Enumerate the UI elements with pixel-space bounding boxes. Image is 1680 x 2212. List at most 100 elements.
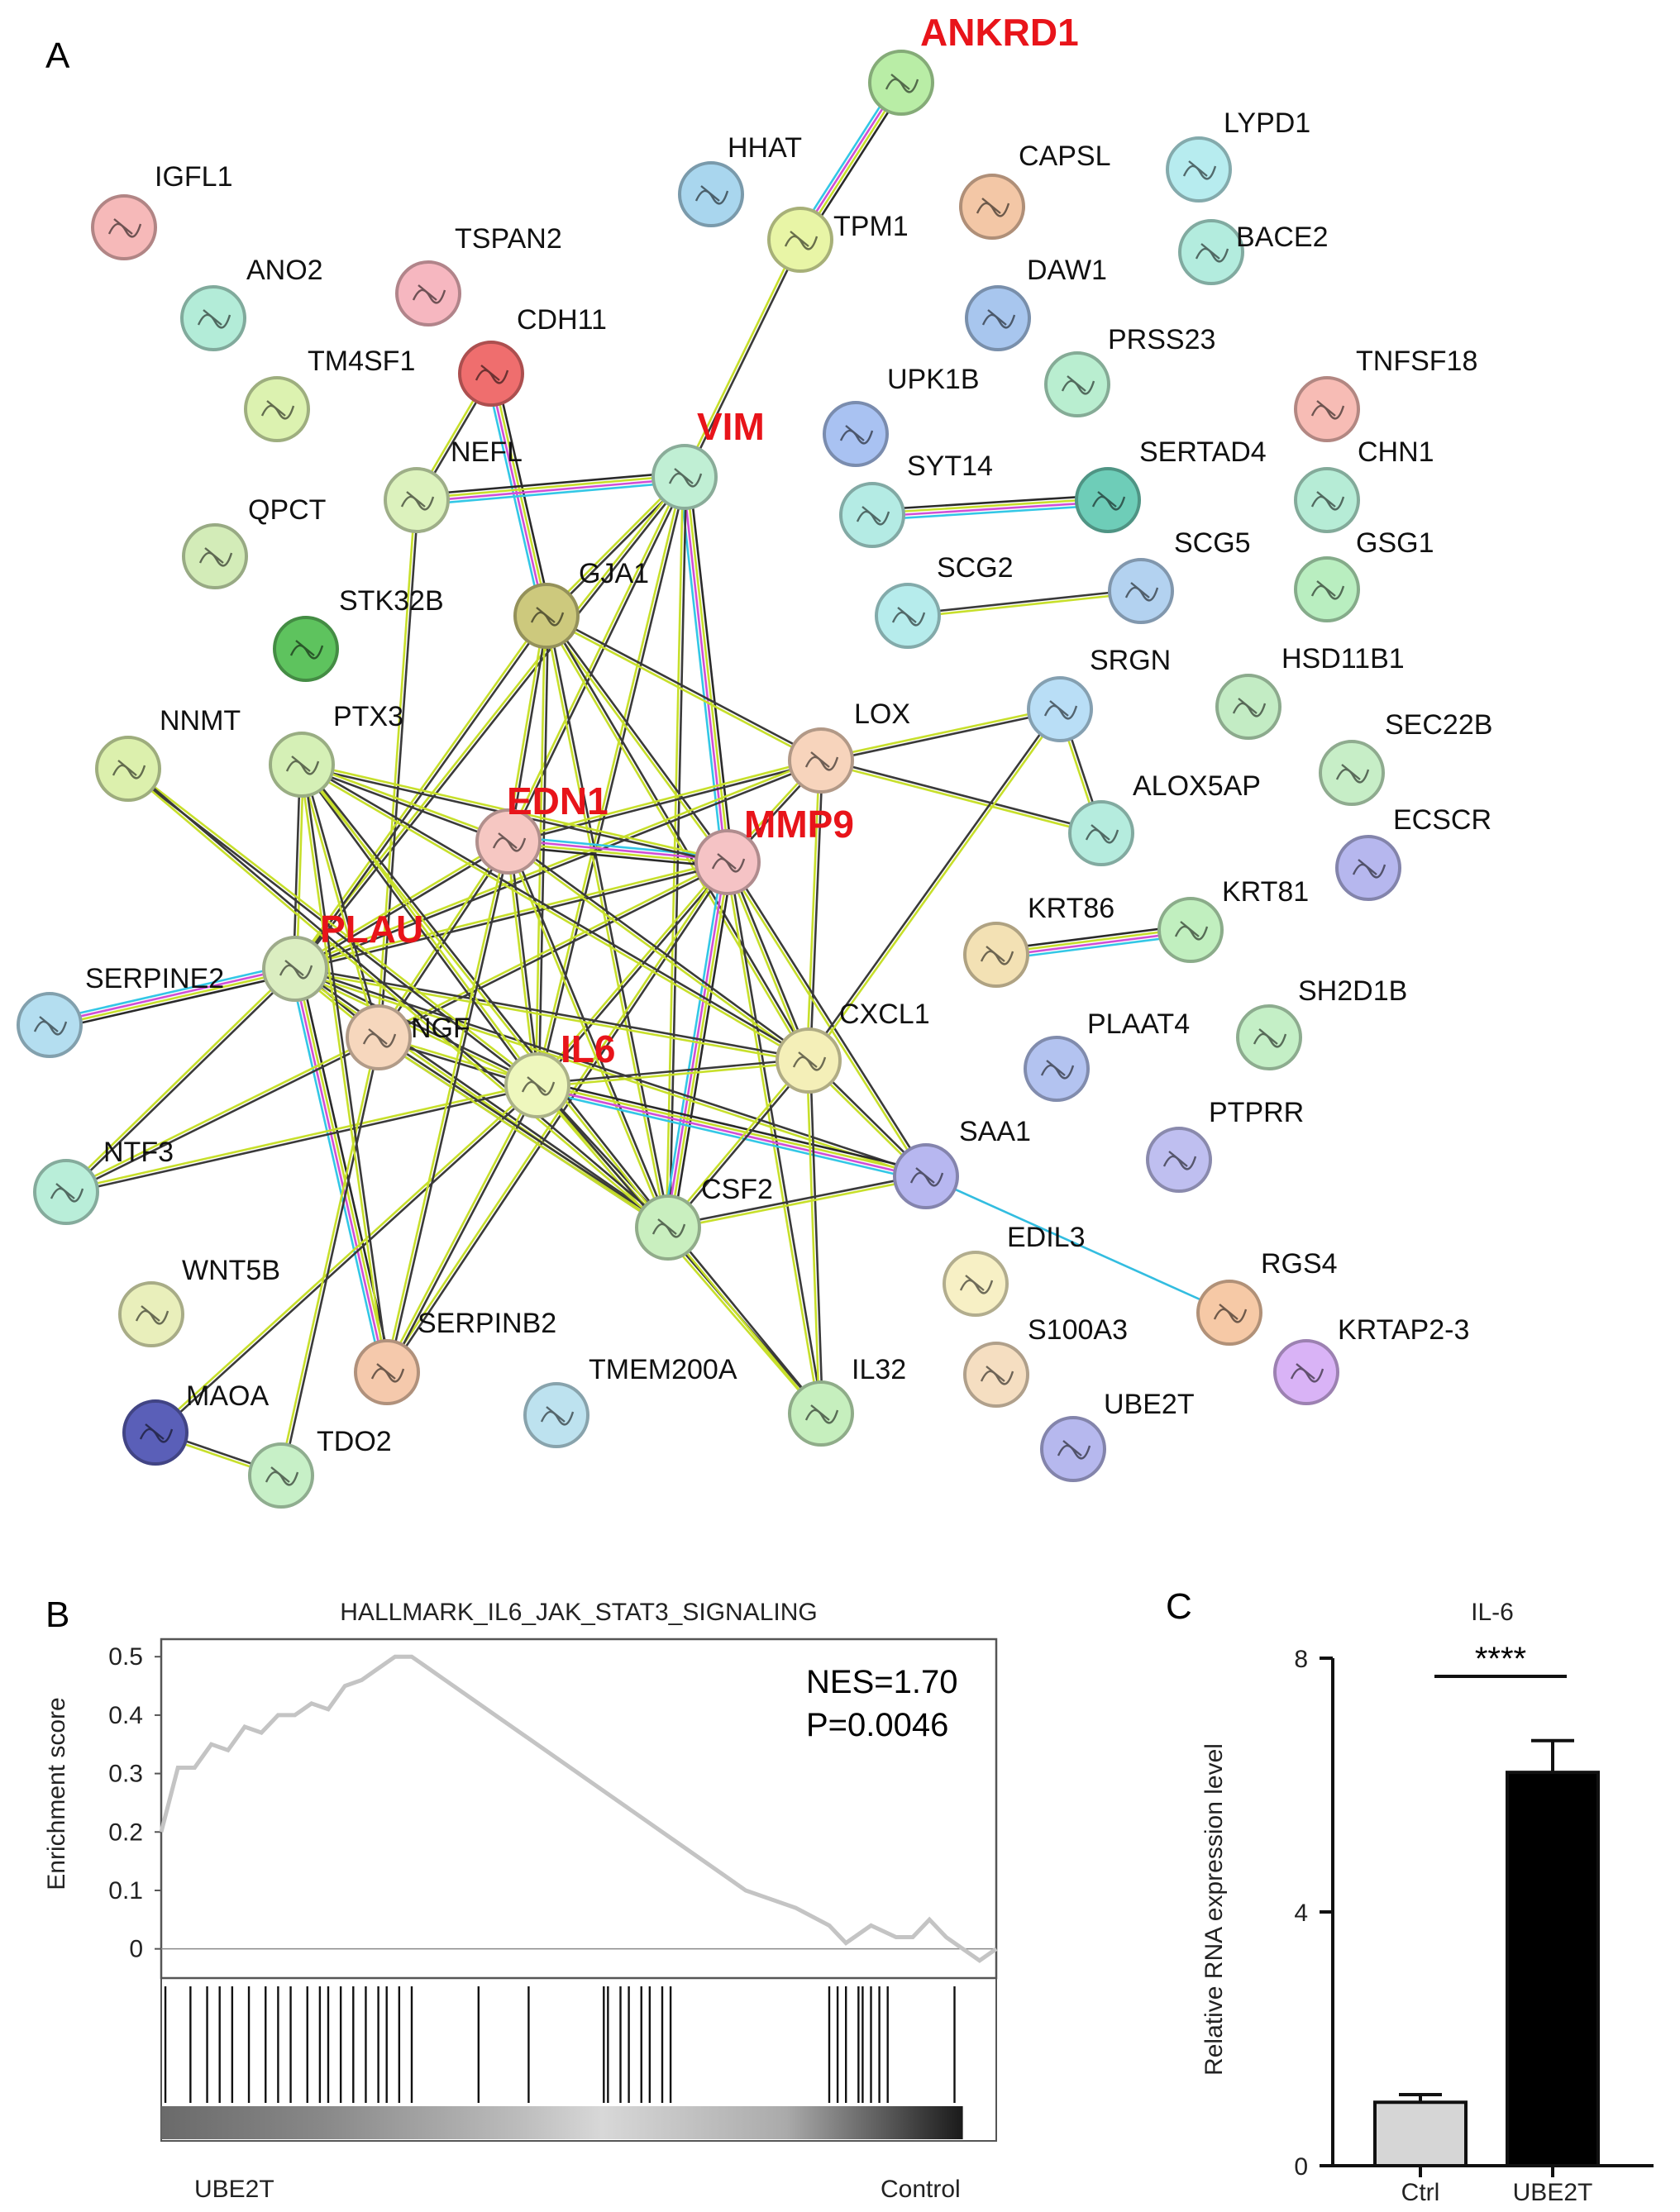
- protein-structure-icon: [197, 309, 231, 329]
- node-alox5ap: ALOX5AP: [1068, 770, 1261, 866]
- node-nnmt: NNMT: [95, 705, 241, 802]
- edge-line: [295, 760, 823, 972]
- protein-structure-icon: [1124, 582, 1159, 602]
- node-tdo2: TDO2: [248, 1426, 392, 1509]
- node-ano2: ANO2: [180, 255, 323, 351]
- edge-LOX-PLAU: [294, 757, 823, 972]
- node-daw1: DAW1: [965, 255, 1107, 351]
- node-label: CAPSL: [1019, 141, 1111, 172]
- node-label: STK32B: [339, 585, 444, 617]
- protein-structure-icon: [107, 218, 142, 238]
- protein-structure-icon: [1232, 698, 1267, 717]
- significance-annotation: ****: [1434, 1641, 1567, 1678]
- edge-line: [805, 1061, 821, 1414]
- edge-line: [728, 860, 812, 1061]
- bar-ytick: 4: [1294, 1900, 1333, 1927]
- edge-line: [508, 477, 687, 843]
- edge-NGF-NTF3: [64, 1035, 380, 1194]
- node-plau: PLAU: [262, 908, 423, 1002]
- protein-structure-icon: [792, 1051, 827, 1071]
- edge-MMP9-CXCL1: [724, 860, 812, 1062]
- node-plaat4: PLAAT4: [1024, 1008, 1190, 1102]
- node-syt14: SYT14: [839, 451, 993, 548]
- protein-structure-icon: [909, 1167, 944, 1187]
- node-label: ANO2: [246, 255, 323, 286]
- node-stk32b: STK32B: [273, 585, 444, 682]
- protein-structure-icon: [1310, 491, 1345, 511]
- protein-structure-icon: [694, 185, 729, 205]
- gsea-ytick: 0.4: [108, 1702, 161, 1729]
- edge-line: [508, 839, 810, 1061]
- protein-structure-icon: [139, 1423, 174, 1443]
- node-lypd1: LYPD1: [1166, 107, 1310, 203]
- edge-line: [416, 474, 685, 500]
- node-tpm1: TPM1: [767, 207, 909, 273]
- node-label: LOX: [854, 698, 910, 730]
- edge-line: [295, 765, 305, 970]
- protein-structure-icon: [279, 960, 313, 980]
- node-label: GSG1: [1356, 527, 1434, 559]
- edge-line: [821, 709, 1061, 764]
- edge-line: [872, 503, 1109, 522]
- node-tmem200a: TMEM200A: [523, 1354, 737, 1448]
- node-il6: IL6: [504, 1027, 615, 1118]
- protein-structure-icon: [112, 760, 146, 779]
- edge-line: [128, 766, 671, 1228]
- node-ptx3: PTX3: [269, 701, 403, 798]
- node-csf2: CSF2: [635, 1174, 773, 1261]
- node-scg2: SCG2: [875, 552, 1014, 649]
- edge-line: [925, 1175, 1230, 1314]
- node-label: TPM1: [833, 211, 909, 242]
- node-sec22b: SEC22B: [1319, 709, 1492, 806]
- edge-line: [661, 860, 724, 1228]
- bar-ytick: 8: [1294, 1646, 1333, 1673]
- edge-IL6-CXCL1: [537, 1057, 809, 1089]
- node-scg5: SCG5: [1108, 527, 1251, 624]
- edge-line: [534, 476, 685, 1085]
- edge-line: [295, 968, 390, 1372]
- edge-VIM-IL6: [534, 476, 688, 1086]
- gsea-hits-frame: [160, 1977, 997, 2142]
- node-upk1b: UPK1B: [823, 364, 980, 467]
- node-label: ANKRD1: [920, 11, 1079, 54]
- node-label: MMP9: [744, 803, 854, 846]
- edge-line: [375, 499, 417, 1037]
- bar-ctrl: Ctrl: [1373, 2093, 1468, 2206]
- edge-line: [302, 764, 382, 1037]
- protein-structure-icon: [885, 74, 919, 93]
- protein-structure-icon: [981, 309, 1016, 329]
- node-wnt5b: WNT5B: [118, 1255, 280, 1347]
- protein-structure-icon: [1335, 764, 1370, 784]
- protein-structure-icon: [1061, 375, 1095, 395]
- node-cdh11: CDH11: [458, 304, 607, 407]
- node-label: ECSCR: [1393, 804, 1491, 836]
- node-label: ALOX5AP: [1133, 770, 1261, 802]
- node-gja1: GJA1: [513, 558, 649, 649]
- edge-line: [537, 1085, 926, 1180]
- edge-line: [546, 613, 823, 760]
- node-label: SRGN: [1090, 645, 1171, 676]
- edge-line: [153, 1083, 537, 1433]
- edge-line: [416, 470, 685, 497]
- protein-structure-icon: [1091, 491, 1126, 511]
- node-label: KRTAP2-3: [1338, 1314, 1469, 1346]
- edge-line: [66, 969, 298, 1194]
- node-rgs4: RGS4: [1196, 1248, 1338, 1346]
- edge-line: [537, 1057, 809, 1085]
- edge-line: [668, 862, 731, 1228]
- node-label: NTF3: [103, 1137, 174, 1168]
- edge-VIM-PLAU: [293, 474, 687, 971]
- node-sh2d1b: SH2D1B: [1236, 975, 1407, 1070]
- gsea-title: HALLMARK_IL6_JAK_STAT3_SIGNALING: [340, 1599, 817, 1626]
- node-serpine2: SERPINE2: [17, 963, 224, 1058]
- edge-line: [508, 845, 728, 869]
- tick-label: 0.1: [108, 1877, 143, 1905]
- edge-SCG2-SCG5: [907, 588, 1142, 619]
- tick-label: 0.3: [108, 1761, 143, 1788]
- node-label: CHN1: [1358, 436, 1434, 468]
- edge-line: [299, 765, 668, 1230]
- protein-structure-icon: [492, 832, 527, 852]
- edge-CXCL1-SRGN: [806, 708, 1062, 1062]
- edge-PTX3-CXCL1: [300, 762, 810, 1063]
